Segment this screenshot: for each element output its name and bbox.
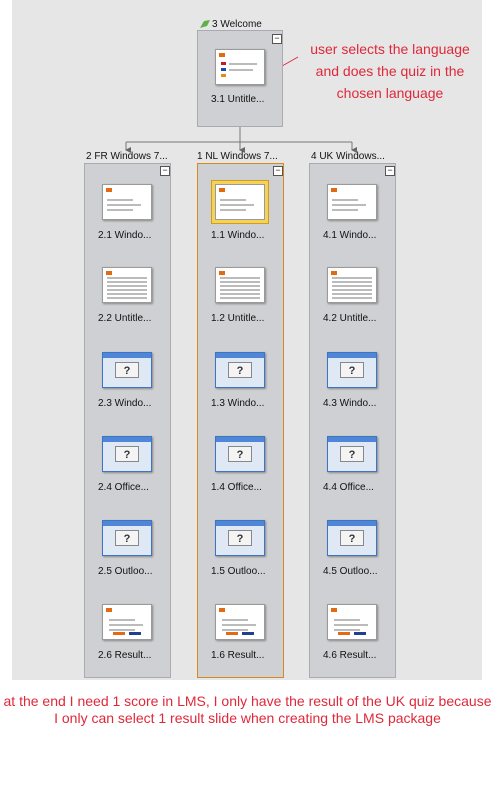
annotation-top: user selects the language and does the q…	[310, 41, 470, 101]
slide-label: 2.6 Result...	[98, 650, 152, 661]
slide-thumbnail[interactable]	[327, 267, 377, 303]
slide-label: 1.3 Windo...	[211, 398, 265, 409]
welcome-group[interactable]: − 3.1 Untitle...	[197, 30, 283, 127]
branch-group[interactable]: − 1.1 Windo... 1.2 Untitle...? 1.3 Windo...…	[197, 163, 284, 678]
slide-label: 1.6 Result...	[211, 650, 265, 661]
quiz-slide-thumbnail[interactable]: ?	[102, 436, 152, 472]
question-icon: ?	[115, 362, 139, 378]
welcome-slide-label: 3.1 Untitle...	[211, 94, 265, 105]
quiz-slide-thumbnail[interactable]: ?	[102, 520, 152, 556]
slide-thumbnail[interactable]	[102, 184, 152, 220]
slide-label: 4.2 Untitle...	[323, 313, 377, 324]
question-icon: ?	[115, 530, 139, 546]
quiz-slide-thumbnail[interactable]: ?	[327, 436, 377, 472]
question-icon: ?	[340, 446, 364, 462]
group-title: 2 FR Windows 7...	[86, 151, 168, 162]
slide-label: 2.2 Untitle...	[98, 313, 152, 324]
welcome-slide-thumbnail[interactable]	[215, 49, 265, 85]
question-icon: ?	[340, 530, 364, 546]
flag-icon	[200, 20, 210, 28]
slide-thumbnail[interactable]	[215, 267, 265, 303]
slide-label: 4.6 Result...	[323, 650, 377, 661]
quiz-slide-thumbnail[interactable]: ?	[327, 352, 377, 388]
quiz-slide-thumbnail[interactable]: ?	[102, 352, 152, 388]
branch-group[interactable]: − 4.1 Windo... 4.2 Untitle...? 4.3 Windo...…	[309, 163, 396, 678]
slide-label: 2.1 Windo...	[98, 230, 152, 241]
slide-label: 4.1 Windo...	[323, 230, 377, 241]
question-icon: ?	[115, 446, 139, 462]
group-title: 1 NL Windows 7...	[197, 151, 278, 162]
slide-label: 1.1 Windo...	[211, 230, 265, 241]
slide-label: 1.5 Outloo...	[211, 566, 266, 577]
slide-label: 4.5 Outloo...	[323, 566, 378, 577]
slide-thumbnail[interactable]	[102, 267, 152, 303]
slide-thumbnail[interactable]	[215, 184, 265, 220]
slide-label: 1.4 Office...	[211, 482, 262, 493]
collapse-button[interactable]: −	[385, 166, 395, 176]
group-title: 4 UK Windows...	[311, 151, 385, 162]
slide-thumbnail[interactable]	[327, 184, 377, 220]
slide-label: 2.5 Outloo...	[98, 566, 153, 577]
result-slide-thumbnail[interactable]	[327, 604, 377, 640]
collapse-button[interactable]: −	[273, 166, 283, 176]
result-slide-thumbnail[interactable]	[215, 604, 265, 640]
slide-label: 2.3 Windo...	[98, 398, 152, 409]
slide-label: 4.3 Windo...	[323, 398, 377, 409]
collapse-button[interactable]: −	[160, 166, 170, 176]
branch-group[interactable]: − 2.1 Windo... 2.2 Untitle...? 2.3 Windo...…	[84, 163, 171, 678]
question-icon: ?	[228, 446, 252, 462]
question-icon: ?	[340, 362, 364, 378]
question-icon: ?	[228, 530, 252, 546]
slide-label: 2.4 Office...	[98, 482, 149, 493]
quiz-slide-thumbnail[interactable]: ?	[215, 520, 265, 556]
result-slide-thumbnail[interactable]	[102, 604, 152, 640]
annotation-bottom: at the end I need 1 score in LMS, I only…	[3, 693, 492, 726]
quiz-slide-thumbnail[interactable]: ?	[215, 352, 265, 388]
question-icon: ?	[228, 362, 252, 378]
welcome-collapse-button[interactable]: −	[272, 34, 282, 44]
welcome-group-title: 3 Welcome	[212, 19, 262, 30]
slide-label: 1.2 Untitle...	[211, 313, 265, 324]
slide-label: 4.4 Office...	[323, 482, 374, 493]
quiz-slide-thumbnail[interactable]: ?	[215, 436, 265, 472]
quiz-slide-thumbnail[interactable]: ?	[327, 520, 377, 556]
